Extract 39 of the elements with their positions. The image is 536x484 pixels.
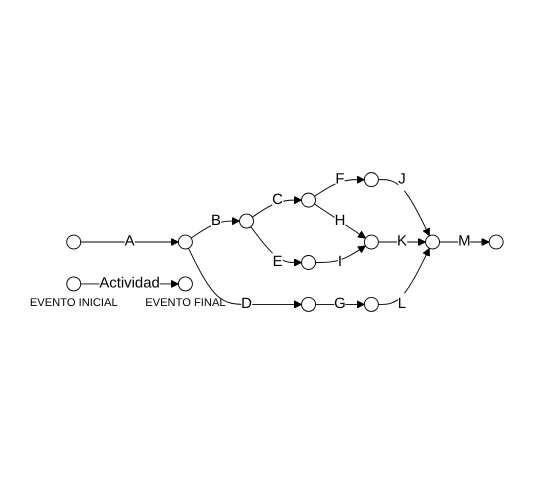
node-circle — [488, 234, 504, 250]
event-caption: EVENTO INICIAL — [30, 296, 118, 309]
arrow — [378, 248, 430, 305]
node-circle — [238, 214, 254, 228]
edge-label: I — [338, 254, 342, 270]
edge-label: K — [396, 234, 407, 250]
edge-label: F — [335, 171, 344, 188]
edge-label: G — [334, 296, 346, 312]
edge-label: M — [458, 234, 470, 250]
node-circle — [424, 234, 440, 250]
edge-label: Actividad — [99, 276, 160, 292]
edge-label: C — [272, 192, 283, 208]
edge-label: L — [398, 296, 406, 312]
edge-label: D — [240, 296, 252, 312]
node-circle — [66, 234, 81, 250]
node-circle — [66, 276, 81, 292]
node-circle — [300, 192, 316, 208]
edge-label: J — [398, 171, 406, 188]
node-circle — [178, 234, 193, 250]
arrow — [314, 204, 366, 238]
arrow — [80, 238, 178, 246]
node-circle — [364, 172, 379, 188]
arrow — [378, 179, 430, 236]
arrow — [378, 238, 426, 246]
arrow — [188, 248, 302, 308]
node-circle — [364, 234, 379, 250]
arrow — [314, 300, 364, 308]
event-caption: EVENTO FINAL — [144, 296, 226, 309]
arrow — [314, 176, 364, 197]
node-circle — [364, 296, 379, 312]
edge-label: H — [334, 212, 346, 228]
arrow — [250, 226, 302, 267]
node-circle — [300, 255, 316, 270]
arrow — [314, 245, 366, 263]
node-circle — [178, 276, 193, 292]
edge-label: A — [124, 234, 134, 250]
node-circle — [300, 296, 316, 312]
edge-label: B — [210, 212, 221, 228]
edge-label: E — [272, 254, 282, 270]
